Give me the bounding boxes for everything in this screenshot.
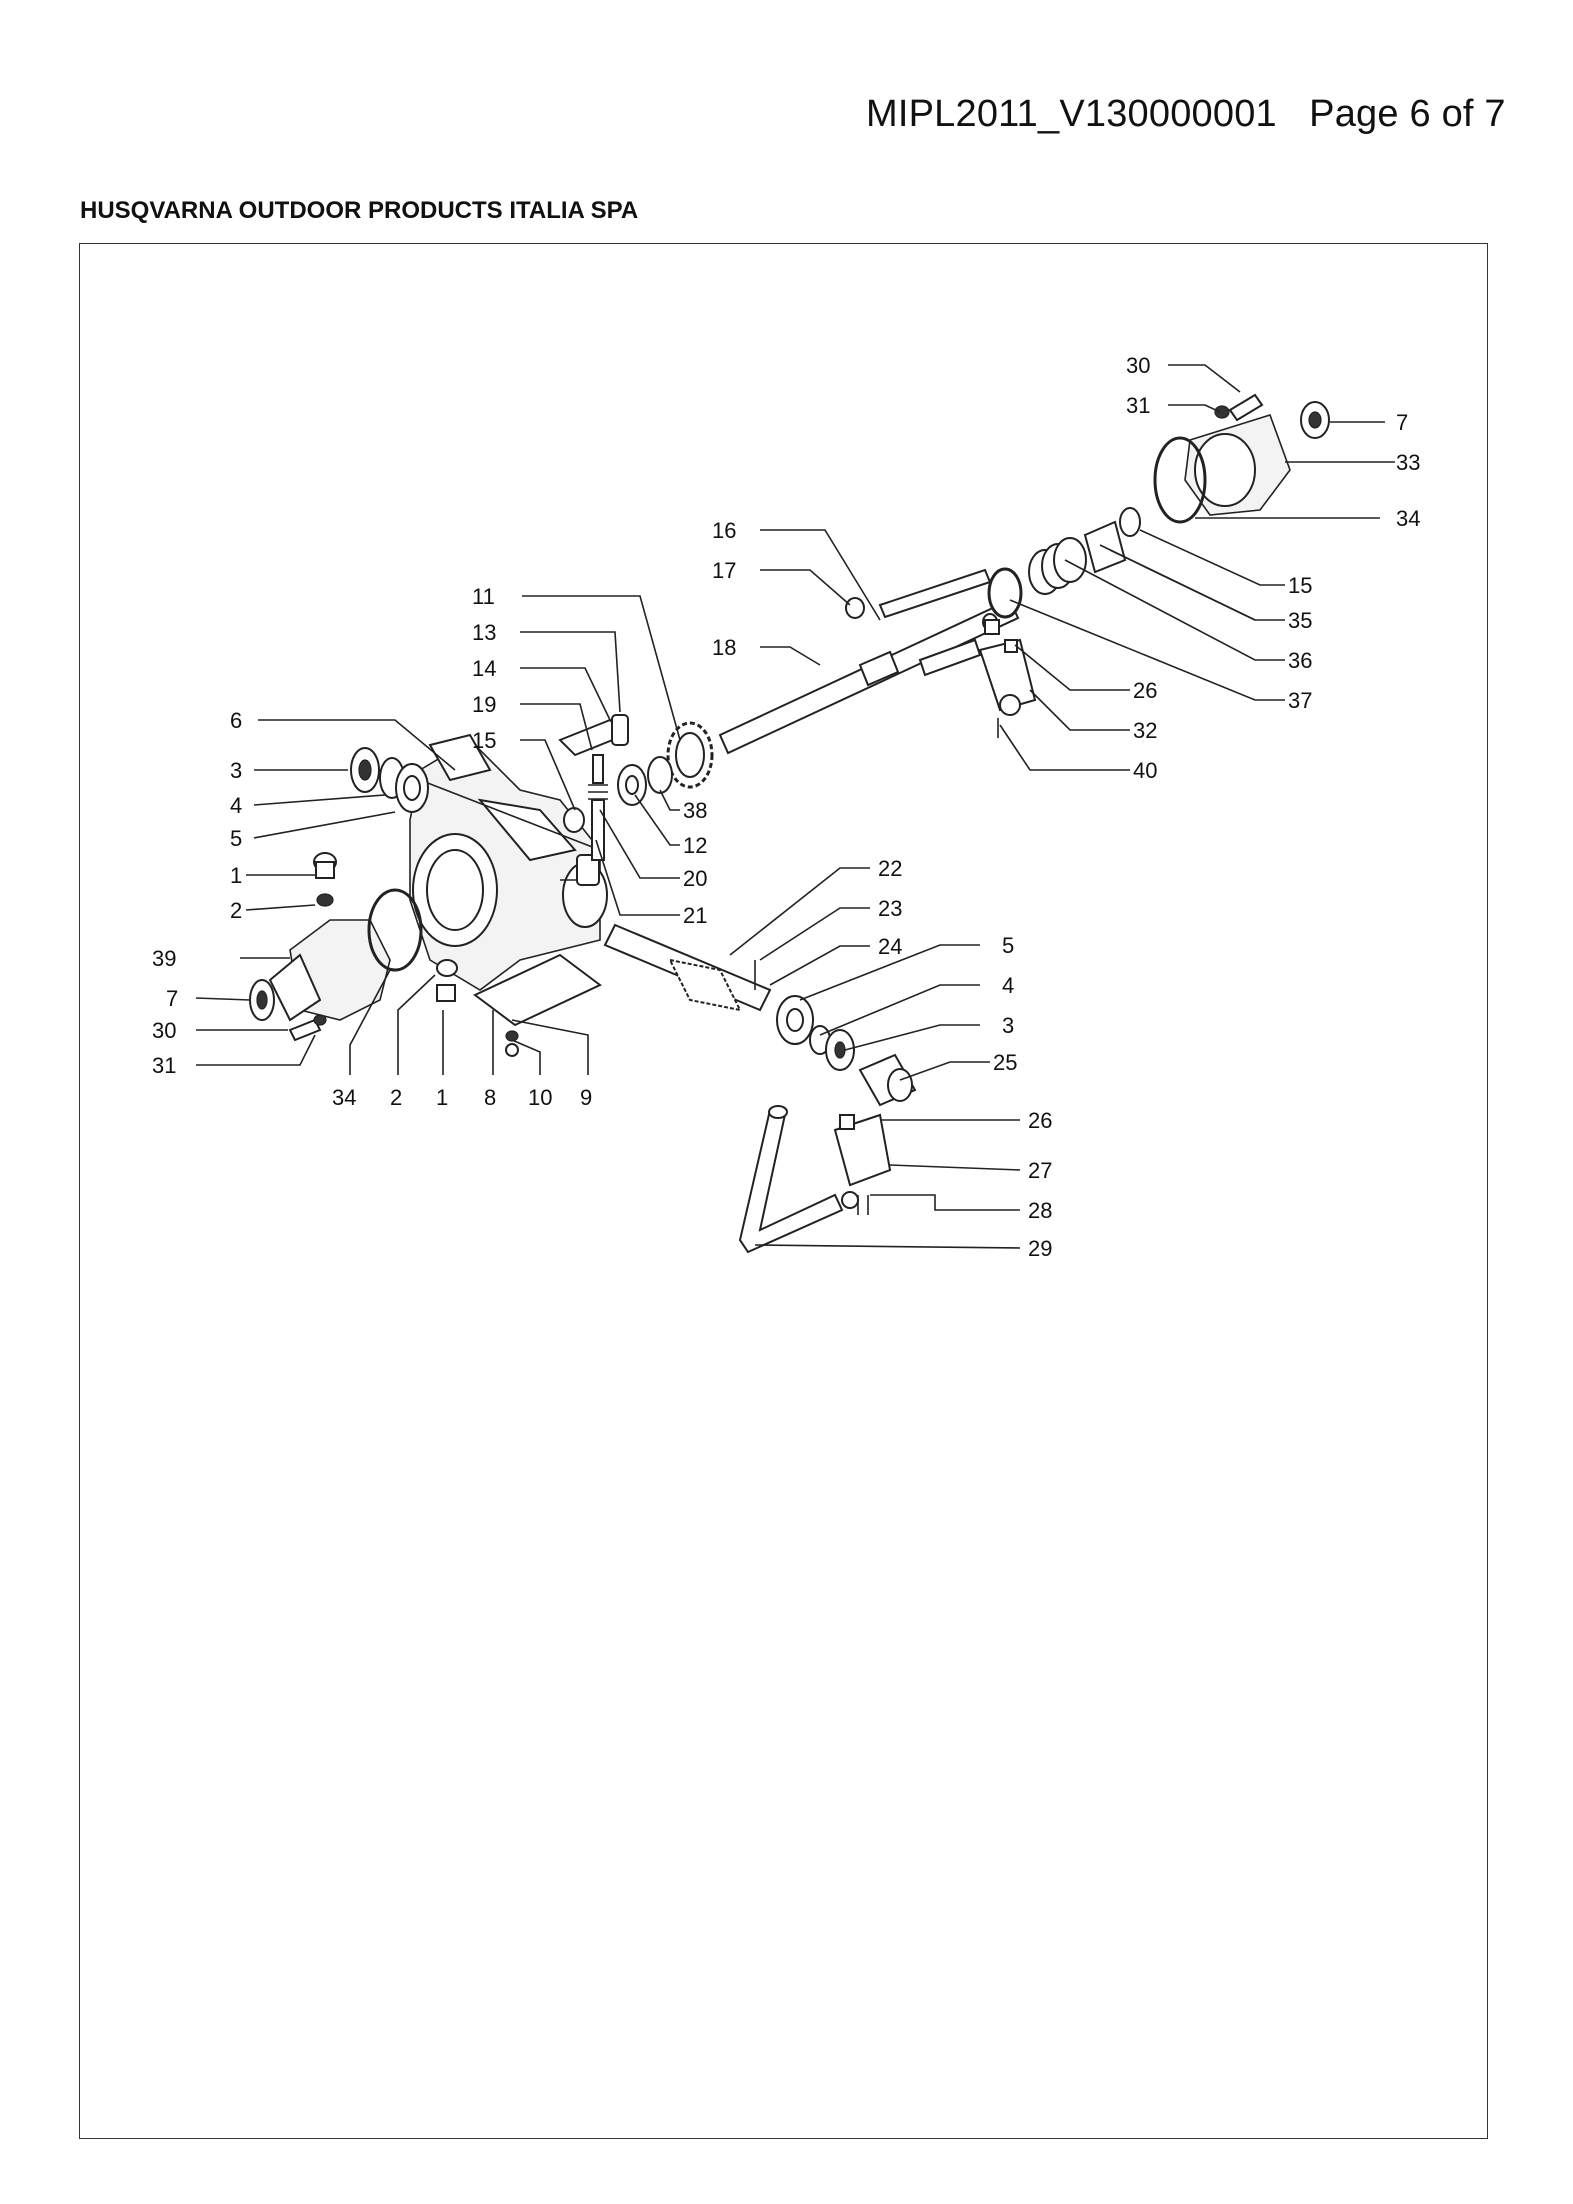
callout-27: 27 xyxy=(1028,1158,1052,1183)
callout-38: 38 xyxy=(683,798,707,823)
callout-1-left: 1 xyxy=(230,863,242,888)
callout-7-left: 7 xyxy=(166,986,178,1011)
callout-4-right: 4 xyxy=(1002,973,1014,998)
right-cap-assembly xyxy=(1153,393,1330,524)
callout-26-lower: 26 xyxy=(1028,1108,1052,1133)
callout-2-bottom: 2 xyxy=(390,1085,402,1110)
callout-13: 13 xyxy=(472,620,496,645)
callout-14: 14 xyxy=(472,656,496,681)
callout-20: 20 xyxy=(683,866,707,891)
callout-17: 17 xyxy=(712,558,736,583)
callout-34-right: 34 xyxy=(1396,506,1420,531)
callout-4-left: 4 xyxy=(230,793,242,818)
callout-labels: 30 31 7 33 34 16 17 15 35 18 36 26 37 11… xyxy=(152,353,1420,1261)
callout-10: 10 xyxy=(528,1085,552,1110)
callout-16: 16 xyxy=(712,518,736,543)
callout-36: 36 xyxy=(1288,648,1312,673)
right-shaft-parts xyxy=(982,507,1141,631)
callout-8: 8 xyxy=(484,1085,496,1110)
callout-34-left: 34 xyxy=(332,1085,356,1110)
gear-assembly xyxy=(617,721,714,806)
callout-3-right: 3 xyxy=(1002,1013,1014,1038)
callout-25: 25 xyxy=(993,1050,1017,1075)
diagram-frame xyxy=(79,243,1488,2139)
callout-31-right: 31 xyxy=(1126,393,1150,418)
callout-40: 40 xyxy=(1133,758,1157,783)
lower-shift-lever xyxy=(738,1105,892,1254)
callout-30-left: 30 xyxy=(152,1018,176,1043)
left-bearing-stack xyxy=(350,747,429,813)
callout-11: 11 xyxy=(472,584,495,609)
callout-21: 21 xyxy=(683,903,707,928)
callout-12: 12 xyxy=(683,833,707,858)
company-name: HUSQVARNA OUTDOOR PRODUCTS ITALIA SPA xyxy=(80,197,639,224)
callout-33: 33 xyxy=(1396,450,1420,475)
callout-22: 22 xyxy=(878,856,902,881)
callout-28: 28 xyxy=(1028,1198,1052,1223)
callout-24: 24 xyxy=(878,934,902,959)
callout-5-right: 5 xyxy=(1002,933,1014,958)
callout-39: 39 xyxy=(152,946,176,971)
callout-29: 29 xyxy=(1028,1236,1052,1261)
callout-15-left: 15 xyxy=(472,728,496,753)
callout-3-left: 3 xyxy=(230,758,242,783)
callout-15-right: 15 xyxy=(1288,573,1312,598)
callout-1-bottom: 1 xyxy=(436,1085,448,1110)
callout-9: 9 xyxy=(580,1085,592,1110)
callout-31-left: 31 xyxy=(152,1053,176,1078)
callout-7-right: 7 xyxy=(1396,410,1408,435)
callout-19: 19 xyxy=(472,692,496,717)
cover-plate xyxy=(473,953,602,1057)
callout-23: 23 xyxy=(878,896,902,921)
upper-shift-fork xyxy=(978,619,1037,738)
callout-32: 32 xyxy=(1133,718,1157,743)
document-id: MIPL2011_V130000001 Page 6 of 7 xyxy=(866,93,1506,135)
main-shaft xyxy=(718,568,1020,755)
shift-rod-assembly xyxy=(558,714,629,861)
callout-6: 6 xyxy=(230,708,242,733)
callout-2-left: 2 xyxy=(230,898,242,923)
callout-35: 35 xyxy=(1288,608,1312,633)
gearbox-housing xyxy=(409,733,608,991)
callout-26-upper: 26 xyxy=(1133,678,1157,703)
callout-37: 37 xyxy=(1288,688,1312,713)
callout-30-right: 30 xyxy=(1126,353,1150,378)
callout-5-left: 5 xyxy=(230,826,242,851)
leader-lines xyxy=(195,364,1395,1249)
callout-18: 18 xyxy=(712,635,736,660)
